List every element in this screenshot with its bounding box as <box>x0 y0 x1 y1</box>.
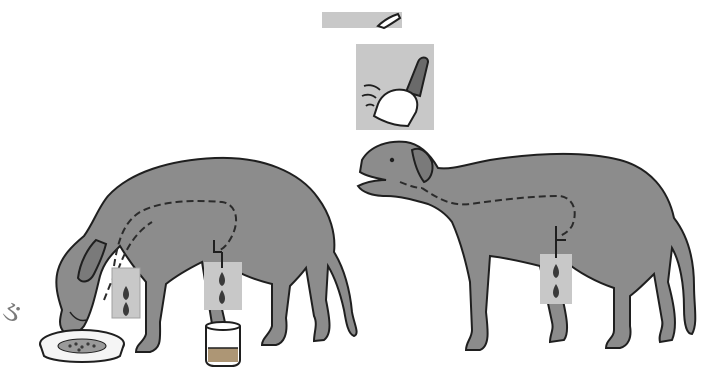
dog-eating <box>56 158 356 352</box>
food-dish-icon <box>40 330 124 362</box>
dog-standing-body <box>358 142 695 350</box>
beaker-icon <box>206 322 240 366</box>
dog-standing <box>358 142 695 350</box>
dog-standing-eye <box>390 158 394 162</box>
edge-glyph: ઙ <box>2 292 18 332</box>
